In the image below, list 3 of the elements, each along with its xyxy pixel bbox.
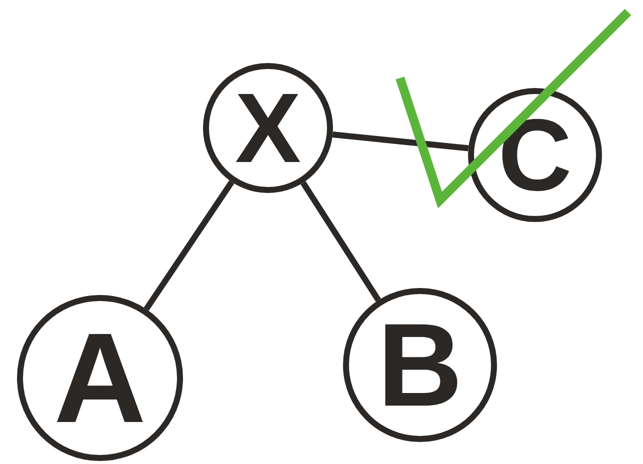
connector-line (300, 181, 381, 302)
connector-line (144, 180, 234, 311)
connector-line (332, 132, 469, 152)
